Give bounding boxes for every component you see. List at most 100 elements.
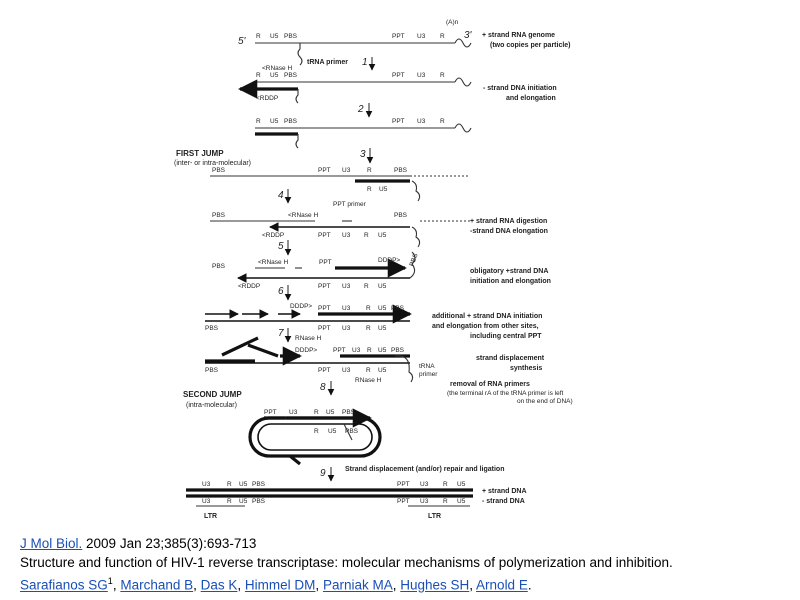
svg-text:PPT: PPT [319,259,332,266]
svg-text:DDDP>: DDDP> [290,303,312,310]
author-link[interactable]: Sarafianos SG [20,577,108,593]
svg-text:U5: U5 [328,428,337,435]
ppt-label: PPT [392,33,405,40]
svg-text:R: R [256,118,261,125]
second-jump-subtitle: (intra-molecular) [186,402,237,409]
svg-text:U3: U3 [289,409,298,416]
r-label: R [256,33,261,40]
u3-label: U3 [417,33,426,40]
poly-a-label: (A)n [446,19,459,26]
five-prime-label: 5' [238,36,247,47]
note-two-copies: (two copies per particle) [490,42,571,49]
svg-text:RNase H: RNase H [295,335,322,342]
svg-text:PPT primer: PPT primer [333,201,367,208]
journal-link[interactable]: J Mol Biol. [20,536,83,551]
svg-text:U5: U5 [378,325,387,332]
svg-text:LTR: LTR [204,513,217,520]
trna-cloverleaf-icon [297,43,303,66]
svg-text:PBS: PBS [284,118,298,125]
svg-text:U3: U3 [202,498,211,505]
row-after-first-jump: PBS PPT U3 R PBS R U5 [210,167,470,202]
svg-text:U5: U5 [239,498,248,505]
svg-text:U3: U3 [342,167,351,174]
svg-text:R: R [440,72,445,79]
svg-text:R: R [314,409,319,416]
svg-text:PBS: PBS [212,212,226,219]
svg-text:and elongation from other site: and elongation from other sites, [432,323,539,330]
svg-text:U5: U5 [270,118,279,125]
svg-text:+ strand RNA digestion: + strand RNA digestion [470,218,547,225]
svg-text:R: R [364,283,369,290]
svg-text:U3: U3 [342,325,351,332]
step-markers: 1 2 3 4 5 6 7 8 9 [278,57,376,482]
svg-text:U5: U5 [457,498,466,505]
svg-text:R: R [366,325,371,332]
second-jump-title: SECOND JUMP [183,390,242,399]
step-number: 5 [278,241,284,252]
svg-text:PBS: PBS [205,367,219,374]
svg-text:R: R [443,498,448,505]
step-number: 3 [360,149,366,160]
svg-text:R: R [227,498,232,505]
note-strand-displacement-repair: Strand displacement (and/or) repair and … [345,466,504,473]
svg-text:R: R [366,367,371,374]
step-number: 4 [278,190,284,201]
svg-text:U3: U3 [417,72,426,79]
svg-text:PBS: PBS [212,167,226,174]
citation-reference: 2009 Jan 23;385(3):693-713 [82,536,257,551]
svg-text:-strand DNA elongation: -strand DNA elongation [470,228,548,235]
author-link[interactable]: Parniak MA [322,577,393,593]
svg-text:initiation and elongation: initiation and elongation [470,278,551,285]
svg-text:synthesis: synthesis [510,365,542,372]
svg-text:U5: U5 [378,367,387,374]
hiv-reverse-transcription-diagram: 5' R U5 PBS PPT U3 R (A)n 3' tRNA primer… [174,19,573,520]
svg-text:U3: U3 [342,232,351,239]
svg-text:(the terminal rA of the tRNA p: (the terminal rA of the tRNA primer is l… [447,390,564,397]
author-list: Sarafianos SG1, Marchand B, Das K, Himme… [20,576,532,593]
svg-text:PBS: PBS [252,481,266,488]
step-number: 2 [357,104,364,115]
svg-text:including central PPT: including central PPT [470,333,542,340]
svg-text:<RNase H: <RNase H [258,259,288,266]
author-link[interactable]: Himmel DM [244,577,316,593]
first-jump-title: FIRST JUMP [176,149,224,158]
svg-text:U3: U3 [342,283,351,290]
first-jump-subtitle: (inter- or intra-molecular) [174,160,251,167]
svg-text:R: R [314,428,319,435]
row-additional-initiation: DDDP> PPT U3 R U5 PBS PBS PPT U3 R U5 ad… [205,303,542,340]
svg-text:<RDDP: <RDDP [256,95,278,102]
citation-source-line: J Mol Biol. 2009 Jan 23;385(3):693-713 [20,535,790,554]
author-link[interactable]: Das K [200,577,238,593]
note-rna-genome: + strand RNA genome [482,32,555,39]
row-strand-displacement: RNase H DDDP> PPT U3 R U5 PBS PBS PPT U3… [205,335,573,405]
article-title: Structure and function of HIV-1 reverse … [20,554,673,570]
svg-text:U5: U5 [239,481,248,488]
citation-block: J Mol Biol. 2009 Jan 23;385(3):693-713 S… [20,535,790,595]
svg-text:removal of RNA primers: removal of RNA primers [450,381,530,388]
author-link[interactable]: Hughes SH [400,577,470,593]
trna-icon [394,355,414,383]
step-number: 7 [278,328,284,339]
svg-text:LTR: LTR [428,513,441,520]
svg-text:R: R [364,232,369,239]
svg-text:PBS: PBS [409,252,420,267]
author-link[interactable]: Marchand B [120,577,194,593]
svg-text:<RDDP: <RDDP [238,283,260,290]
svg-text:PPT: PPT [318,232,331,239]
svg-text:U5: U5 [378,347,387,354]
pbs-label: PBS [284,33,298,40]
svg-text:U3: U3 [202,481,211,488]
svg-text:U5: U5 [378,305,387,312]
svg-text:U5: U5 [378,232,387,239]
svg-text:PBS: PBS [342,409,356,416]
svg-text:PBS: PBS [345,428,359,435]
svg-text:<RDDP: <RDDP [262,232,284,239]
author-link[interactable]: Arnold E [476,577,528,593]
svg-text:R: R [367,167,372,174]
svg-text:PBS: PBS [205,325,219,332]
svg-text:obligatory +strand DNA: obligatory +strand DNA [470,268,548,275]
svg-text:U5: U5 [270,72,279,79]
final-double-stranded-dna: U3 R U5 PBS PPT U3 R U5 U3 R U5 PBS PPT … [186,481,527,520]
svg-text:PPT: PPT [392,118,405,125]
row-rna-genome: 5' R U5 PBS PPT U3 R (A)n 3' tRNA primer… [238,19,571,66]
